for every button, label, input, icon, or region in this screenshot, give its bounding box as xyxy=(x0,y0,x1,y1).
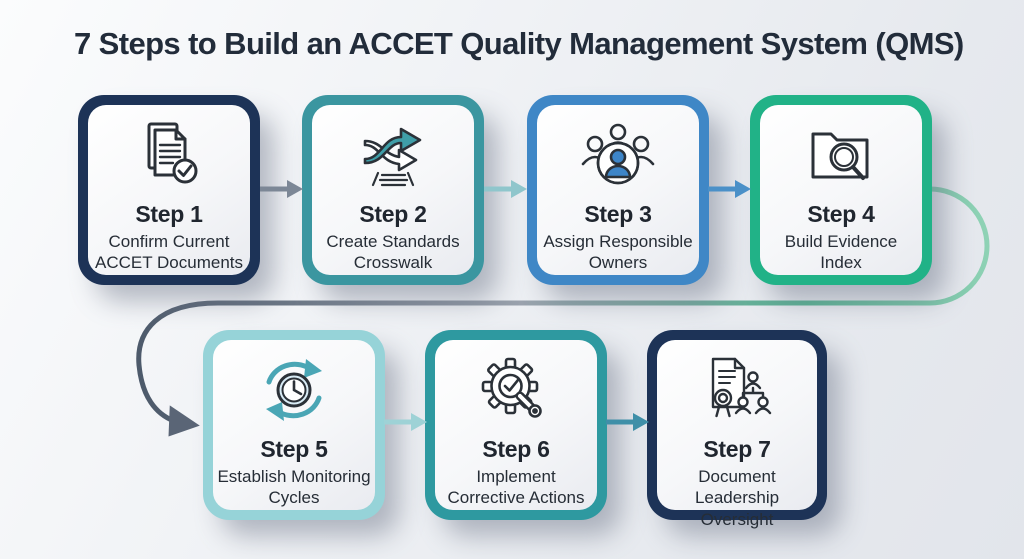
step-card-3: Step 3 Assign Responsible Owners xyxy=(527,95,709,285)
step-card-4: Step 4 Build Evidence Index xyxy=(750,95,932,285)
step-card-2: Step 2 Create Standards Crosswalk xyxy=(302,95,484,285)
step-card-6: Step 6 Implement Corrective Actions xyxy=(425,330,607,520)
step-description: Establish Monitoring Cycles xyxy=(217,467,371,508)
folder-search-icon xyxy=(811,132,869,180)
step-card-1-face: Step 1 Confirm Current ACCET Documents xyxy=(88,105,250,275)
arrow-step5-step6-icon xyxy=(384,413,427,431)
step-description: Document Leadership Oversight xyxy=(694,467,780,529)
arrow-step2-step3-icon xyxy=(484,180,527,198)
step-label: Step 1 xyxy=(135,201,203,227)
monitoring-cycle-icon xyxy=(266,359,322,421)
step-card-7: Step 7 Document Leadership Oversight xyxy=(647,330,827,529)
arrow-step1-step2-icon xyxy=(260,180,303,198)
step-card-5: Step 5 Establish Monitoring Cycles xyxy=(203,330,385,520)
step-card-5-face: Step 5 Establish Monitoring Cycles xyxy=(213,340,375,510)
step-card-1: Step 1 Confirm Current ACCET Documents xyxy=(78,95,260,285)
crosswalk-arrows-icon xyxy=(363,127,422,187)
arrow-step6-step7-icon xyxy=(606,413,649,431)
step-label: Step 3 xyxy=(584,201,652,227)
step-card-4-face: Step 4 Build Evidence Index xyxy=(760,105,922,275)
gear-wrench-icon xyxy=(481,357,542,418)
step-description: Implement Corrective Actions xyxy=(447,467,585,508)
step-description: Confirm Current ACCET Documents xyxy=(94,232,243,273)
step-label: Step 7 xyxy=(703,436,771,462)
page-title: 7 Steps to Build an ACCET Quality Manage… xyxy=(74,26,964,61)
step-label: Step 6 xyxy=(482,436,550,462)
step-description: Assign Responsible Owners xyxy=(543,232,693,273)
step-description: Create Standards Crosswalk xyxy=(326,232,460,273)
team-owners-icon xyxy=(581,123,655,185)
wrap-connector-line xyxy=(136,186,990,424)
arrow-step3-step4-icon xyxy=(708,180,751,198)
document-check-icon xyxy=(147,122,198,184)
step-card-7-face: Step 7 Document Leadership Oversight xyxy=(657,340,817,529)
step-card-3-face: Step 3 Assign Responsible Owners xyxy=(537,105,699,275)
step-label: Step 2 xyxy=(359,201,427,227)
wrap-connector-arrowhead-icon xyxy=(168,405,200,437)
step-label: Step 5 xyxy=(260,436,328,462)
step-description: Build Evidence Index xyxy=(784,232,898,273)
certificate-orgchart-icon xyxy=(711,357,772,418)
step-card-6-face: Step 6 Implement Corrective Actions xyxy=(435,340,597,510)
step-label: Step 4 xyxy=(807,201,875,227)
step-card-2-face: Step 2 Create Standards Crosswalk xyxy=(312,105,474,275)
